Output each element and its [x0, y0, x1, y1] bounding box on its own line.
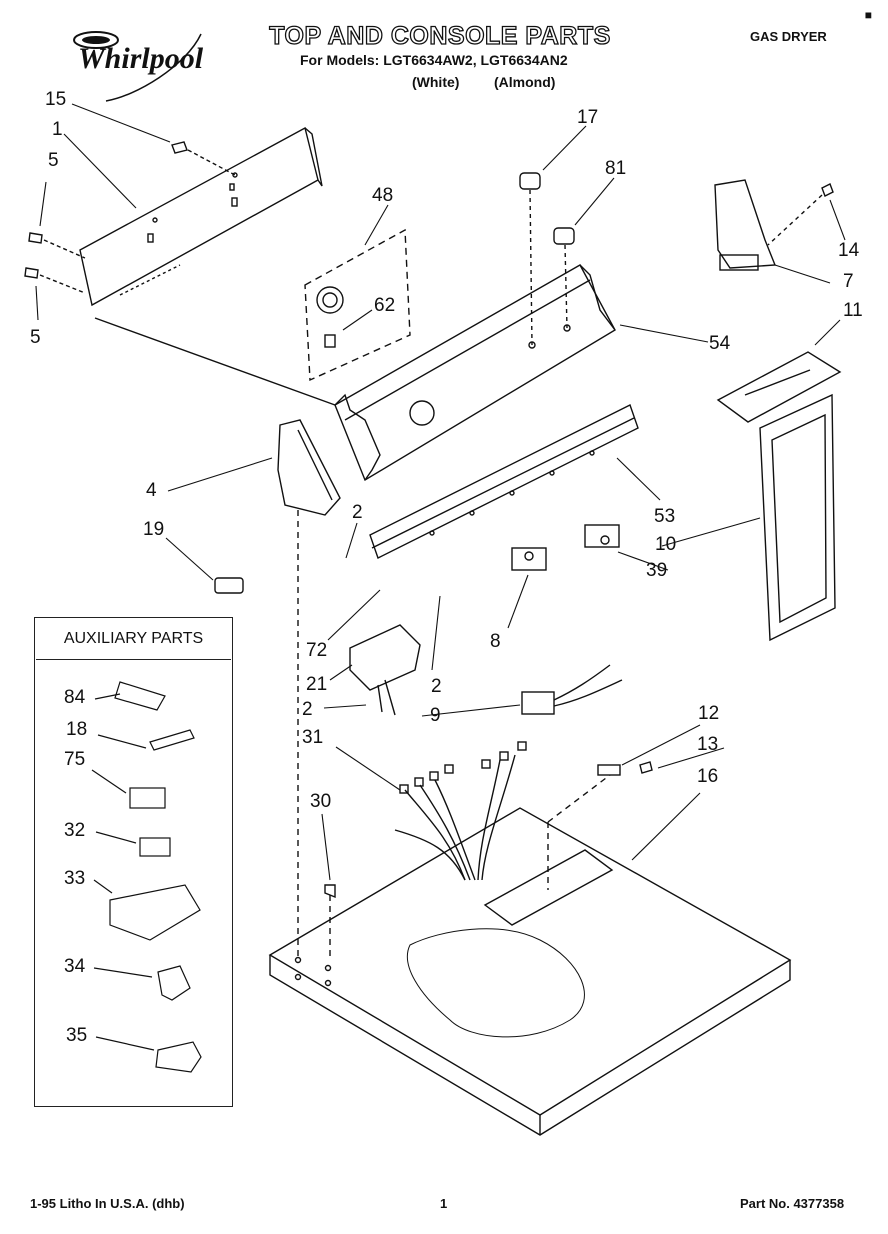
callout: 5	[48, 150, 59, 171]
footer-part-number: Part No. 4377358	[740, 1196, 845, 1211]
callout: 17	[577, 107, 599, 128]
callout: 81	[605, 158, 627, 179]
callout: 53	[654, 506, 676, 527]
auxiliary-part-sketches	[91, 681, 202, 1073]
callout: 14	[838, 240, 860, 261]
screws-15-5	[24, 141, 236, 294]
callout: 16	[697, 766, 719, 787]
callout: 1	[52, 119, 63, 140]
aux-callout: 35	[66, 1025, 88, 1046]
aux-callout: 32	[64, 820, 86, 841]
leader-lines	[35, 103, 846, 881]
auxiliary-parts-box	[34, 617, 233, 1107]
part-31-wiring	[394, 741, 527, 881]
callout: 48	[372, 185, 394, 206]
footer-page-number: 1	[440, 1196, 448, 1211]
callout: 8	[490, 631, 501, 652]
callout: 9	[430, 705, 441, 726]
callout: 11	[843, 300, 863, 321]
part-54-panel	[94, 264, 616, 482]
callout: 4	[146, 480, 157, 501]
color-white-label: (White)	[412, 74, 460, 90]
callout: 13	[697, 734, 719, 755]
callout: 21	[306, 674, 328, 695]
auxiliary-parts-title: AUXILIARY PARTS	[36, 619, 231, 660]
models-line: For Models: LGT6634AW2, LGT6634AN2	[300, 52, 568, 68]
part-10-panel	[759, 393, 836, 642]
callout: 19	[143, 519, 165, 540]
part-8-sensor	[511, 547, 547, 571]
part-4-endcap	[277, 419, 341, 960]
part-16-top	[268, 807, 792, 1136]
aux-callout: 84	[64, 687, 86, 708]
whirlpool-logo: Whirlpool	[66, 26, 216, 106]
callout: 39	[646, 560, 668, 581]
aux-callout: 34	[64, 956, 86, 977]
assembly-lines	[329, 774, 611, 960]
callout: 10	[655, 534, 677, 555]
callout: 72	[306, 640, 328, 661]
part-11-cover	[716, 351, 842, 423]
part-1-bracket	[79, 126, 323, 307]
brand-wordmark: Whirlpool	[78, 42, 204, 75]
part-19-clip	[214, 577, 244, 594]
callout: 7	[843, 271, 854, 292]
callout: 15	[45, 89, 67, 110]
part-53-panel	[369, 404, 639, 559]
aux-callout: 33	[64, 868, 86, 889]
callout: 12	[698, 703, 720, 724]
color-almond-label: (Almond)	[494, 74, 556, 90]
callout: 62	[374, 295, 396, 316]
part-7-endcap	[714, 179, 834, 271]
corner-mark: ■	[864, 8, 872, 22]
knobs-17-81	[519, 172, 575, 346]
callout: 2	[302, 699, 313, 720]
part-30-clip	[324, 884, 336, 899]
footer-litho: 1-95 Litho In U.S.A. (dhb)	[30, 1196, 185, 1211]
callout: 2	[352, 502, 363, 523]
aux-callout: 18	[66, 719, 88, 740]
part-9-harness	[521, 664, 623, 715]
callout: 30	[310, 791, 332, 812]
callout: 31	[302, 727, 324, 748]
product-type: GAS DRYER	[750, 29, 827, 44]
part-62-switch	[316, 286, 344, 348]
aux-callout: 75	[64, 749, 86, 770]
part-39-sensor	[584, 524, 620, 548]
part-48-frame	[304, 228, 411, 382]
part-21-timer	[349, 624, 421, 716]
callout: 54	[709, 333, 731, 354]
callout: 5	[30, 327, 41, 348]
page-title: TOP AND CONSOLE PARTS	[269, 21, 611, 50]
callout: 2	[431, 676, 442, 697]
